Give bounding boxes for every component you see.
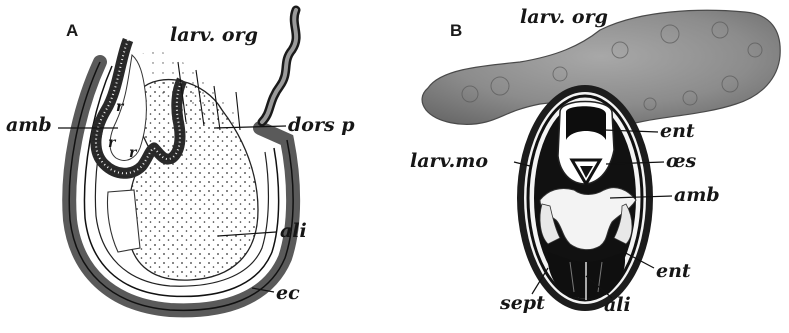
label-a-ali: ali	[280, 222, 307, 241]
label-b-ent-bottom: ent	[656, 262, 691, 281]
label-b-oes: œs	[666, 152, 696, 171]
label-a-larv-org: larv. org	[170, 26, 258, 45]
label-a-r-left: r	[108, 136, 115, 150]
label-a-r-right: r	[129, 146, 136, 160]
label-b-larv-mo: larv.mo	[410, 152, 488, 171]
label-b-sept: sept	[500, 294, 545, 313]
label-b-larv-org: larv. org	[520, 8, 608, 27]
label-a-amb: amb	[6, 116, 52, 135]
label-b-ent-top: ent	[660, 122, 695, 141]
panel-a-drawing	[58, 10, 296, 310]
label-b-amb: amb	[674, 186, 720, 205]
larval-organ-stalk	[262, 10, 296, 122]
label-a-ec: ec	[276, 284, 300, 303]
panel-a-letter: A	[66, 22, 78, 39]
label-b-ali: ali	[604, 296, 631, 315]
panel-b-letter: B	[450, 22, 462, 39]
label-a-dors-p: dors p	[288, 116, 355, 135]
label-a-r-upper: r	[116, 100, 123, 114]
